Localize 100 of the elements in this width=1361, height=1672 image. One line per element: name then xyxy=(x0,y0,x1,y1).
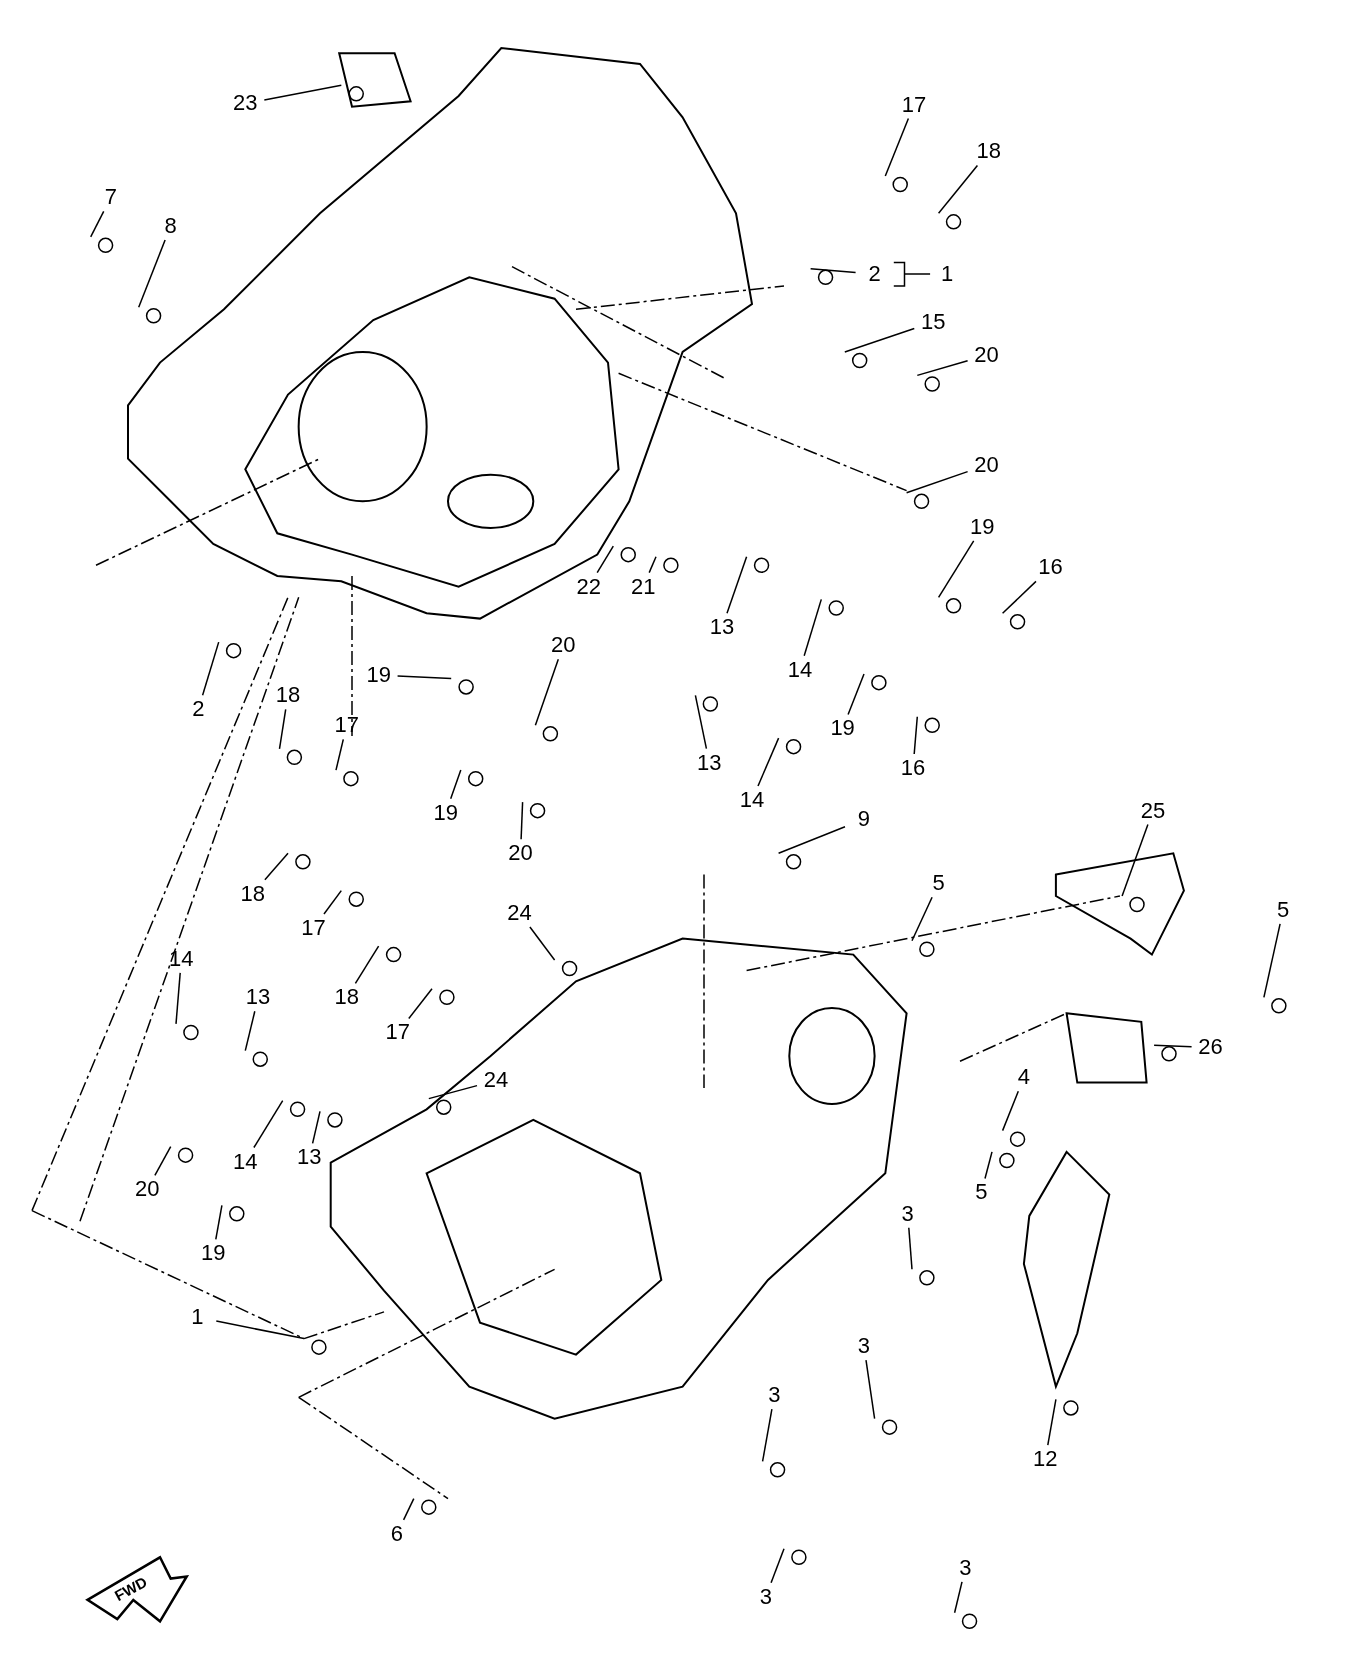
callout-number: 5 xyxy=(964,1180,999,1205)
leader-line xyxy=(263,84,343,101)
leader-line xyxy=(694,694,708,750)
leader-line xyxy=(865,1359,876,1420)
callout-number: 14 xyxy=(164,946,199,971)
callout-number: 20 xyxy=(969,343,1004,368)
callout-number: 19 xyxy=(361,663,396,688)
callout-number: 17 xyxy=(329,713,364,738)
leader-line xyxy=(761,1408,773,1463)
callout-number: 2 xyxy=(181,697,216,722)
callout-number: 18 xyxy=(329,985,364,1010)
callout-number: 7 xyxy=(93,185,128,210)
leader-line xyxy=(953,1581,963,1614)
callout-number: 20 xyxy=(546,633,581,658)
leader-line xyxy=(777,826,846,855)
leader-line xyxy=(89,210,105,238)
leader-line xyxy=(278,708,287,750)
callout-number: 17 xyxy=(380,1020,415,1045)
callout-number: 21 xyxy=(626,574,661,599)
callout-number: 19 xyxy=(196,1241,231,1266)
callout-number: 16 xyxy=(896,755,930,780)
leader-line xyxy=(201,641,220,697)
leader-line xyxy=(844,327,916,353)
callout-number: 4 xyxy=(1006,1065,1041,1090)
leader-line xyxy=(154,1145,172,1177)
callout-number: 17 xyxy=(897,92,932,117)
callout-number: 20 xyxy=(969,453,1004,478)
callout-number: 1 xyxy=(180,1305,215,1330)
leader-line xyxy=(408,988,433,1020)
leader-line xyxy=(984,1151,993,1180)
callout-number: 13 xyxy=(705,615,740,640)
callout-number: 22 xyxy=(571,574,606,599)
callout-number: 3 xyxy=(757,1383,792,1408)
leader-line xyxy=(175,972,181,1025)
callout-number: 24 xyxy=(478,1068,513,1093)
callout-number: 13 xyxy=(292,1145,327,1170)
leader-line xyxy=(534,658,560,727)
callout-number: 3 xyxy=(948,1555,983,1580)
callout-number: 14 xyxy=(228,1149,263,1174)
leader-line xyxy=(244,1010,256,1052)
callout-number: 13 xyxy=(692,750,727,775)
leader-line xyxy=(402,1497,415,1521)
leader-line xyxy=(803,598,823,657)
callout-number: 19 xyxy=(428,800,463,825)
leader-line xyxy=(913,716,919,755)
leader-line xyxy=(770,1547,785,1584)
leader-line xyxy=(311,1110,321,1145)
leader-line xyxy=(905,470,969,494)
callout-number: 9 xyxy=(846,807,881,832)
leader-line xyxy=(428,1084,478,1100)
callout-number: 12 xyxy=(1028,1447,1063,1472)
callout-number: 20 xyxy=(503,841,538,866)
leader-line xyxy=(1263,923,1281,999)
leader-line xyxy=(916,359,969,377)
callout-number: 18 xyxy=(235,881,270,906)
callout-number: 6 xyxy=(379,1521,414,1546)
callout-number: 13 xyxy=(241,985,276,1010)
leader-line xyxy=(323,889,343,915)
callout-number: 24 xyxy=(502,901,537,925)
leader-line xyxy=(1047,1398,1057,1446)
leader-line xyxy=(215,1204,223,1241)
callout-number: 14 xyxy=(782,657,817,682)
callout-number: 26 xyxy=(1193,1035,1228,1060)
callout-number: 14 xyxy=(734,787,769,812)
callout-number: 18 xyxy=(971,139,1006,164)
callout-number: 3 xyxy=(890,1201,925,1226)
direction-label: FWD xyxy=(110,1572,151,1607)
callout-number: 8 xyxy=(153,214,188,239)
callout-number: 16 xyxy=(1033,555,1068,580)
leader-line xyxy=(1153,1044,1193,1048)
leader-line xyxy=(137,239,166,308)
callout-number: 3 xyxy=(846,1334,881,1359)
callout-number: 17 xyxy=(296,915,331,940)
leader-line xyxy=(264,852,289,881)
callout-number: 23 xyxy=(228,91,263,116)
leader-line xyxy=(937,164,979,215)
leader-line xyxy=(596,545,615,574)
callout-number: 1 xyxy=(940,262,955,287)
leader-line xyxy=(396,675,452,680)
callout-number: 19 xyxy=(965,514,1000,539)
leader-line xyxy=(449,769,462,800)
leader-line xyxy=(354,945,380,985)
leader-line xyxy=(884,117,910,177)
leader-line xyxy=(1001,580,1037,615)
leader-line xyxy=(937,540,975,599)
leader-line xyxy=(809,268,857,274)
leader-line xyxy=(215,1320,305,1340)
callout-number: 19 xyxy=(825,716,860,741)
callout-number: 25 xyxy=(1136,798,1170,823)
leader-line xyxy=(520,801,524,841)
callout-number: 15 xyxy=(916,310,951,335)
leader-line xyxy=(1001,1090,1020,1132)
callout-number: 5 xyxy=(921,871,956,896)
callout-number: 2 xyxy=(857,262,892,287)
leader-line xyxy=(847,673,865,716)
leader-line xyxy=(911,896,933,942)
callout-number: 5 xyxy=(1266,897,1301,922)
callout-number: 20 xyxy=(130,1177,165,1202)
leader-line xyxy=(529,926,556,961)
callout-number: 18 xyxy=(271,683,305,708)
